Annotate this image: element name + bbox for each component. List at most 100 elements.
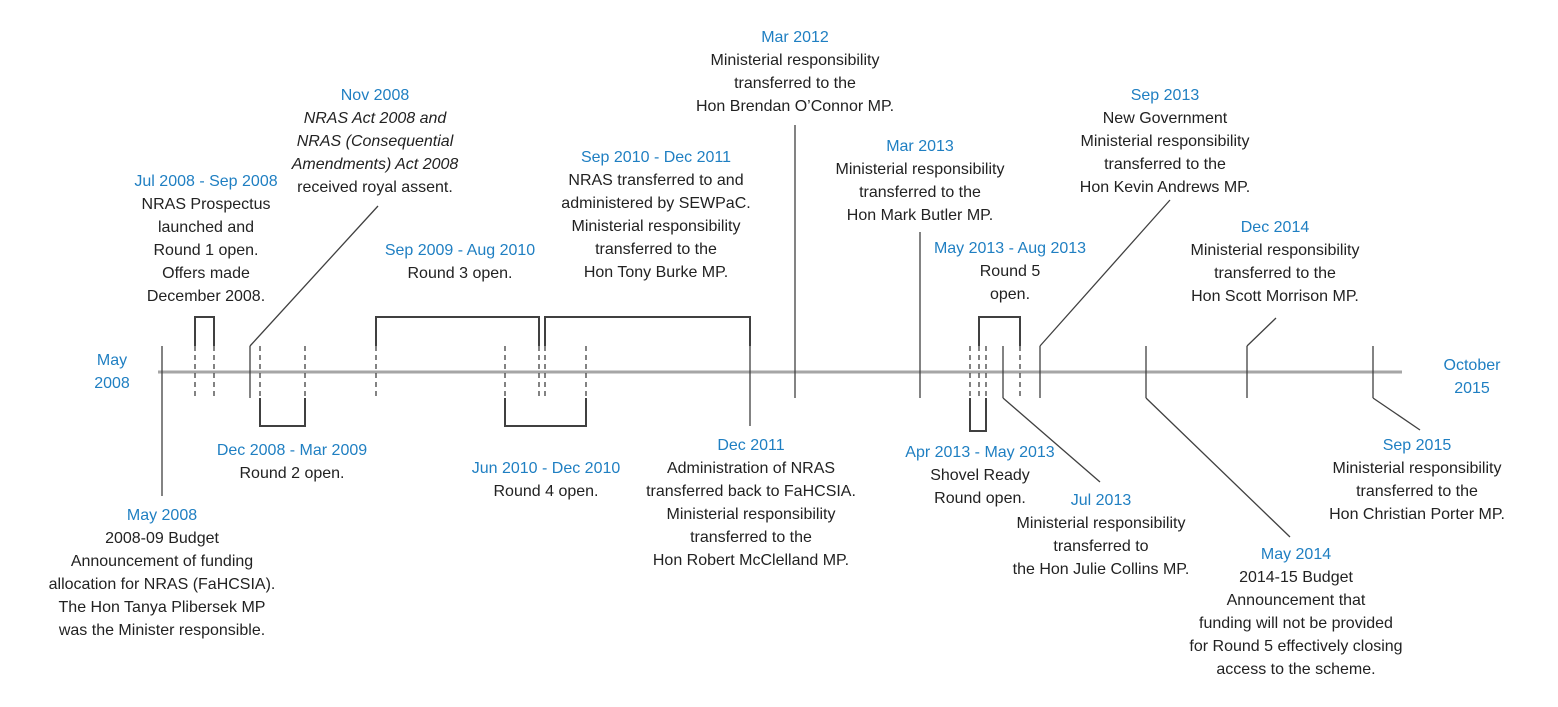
connector-sep-2015 [1372,397,1421,431]
event-text: Round open. [934,490,1026,507]
event-text: Hon Christian Porter MP. [1329,506,1505,523]
event-sep-2009: Sep 2009 - Aug 2010 Round 3 open. [360,239,560,285]
event-text: Ministerial responsibility [1190,242,1360,259]
event-text: Round 3 open. [407,265,513,282]
event-text: Offers made [162,265,250,282]
event-date: Jun 2010 - Dec 2010 [471,460,621,477]
event-sep-2015: Sep 2015 Ministerial responsibility tran… [1300,434,1534,526]
event-may-2013: May 2013 - Aug 2013 Round 5 open. [910,237,1110,306]
event-text: Administration of NRAS [666,460,836,477]
timeline-end-year: 2015 [1454,380,1490,397]
event-text: Hon Robert McClelland MP. [652,552,850,569]
event-jul-2013: Jul 2013 Ministerial responsibility tran… [986,489,1216,581]
event-text: Amendments) Act 2008 [291,156,459,173]
event-nov-2008: Nov 2008 NRAS Act 2008 and NRAS (Consequ… [270,84,480,199]
event-text: NRAS (Consequential [296,133,454,150]
bracket-round-5 [978,316,1021,346]
event-text: administered by SEWPaC. [561,195,751,212]
timeline-end-label: October 2015 [1422,354,1522,400]
event-text: for Round 5 effectively closing [1189,638,1403,655]
event-text: Hon Mark Butler MP. [846,207,994,224]
event-date: Sep 2013 [1130,87,1200,104]
connector-nov-2008 [249,205,379,347]
event-date: Dec 2011 [717,437,785,454]
event-text: funding will not be provided [1199,615,1393,632]
event-text: Hon Kevin Andrews MP. [1079,179,1251,196]
event-jun-2010: Jun 2010 - Dec 2010 Round 4 open. [446,457,646,503]
event-text: Round 2 open. [239,465,345,482]
event-date: Mar 2012 [761,29,829,46]
event-text: Ministerial responsibility [666,506,836,523]
event-date: Apr 2013 - May 2013 [905,444,1055,461]
connector-dec-2014 [1246,317,1277,347]
event-text: Shovel Ready [930,467,1030,484]
event-text: Ministerial responsibility [1080,133,1250,150]
event-apr-2013: Apr 2013 - May 2013 Shovel Ready Round o… [880,441,1080,510]
event-text: transferred back to FaHCSIA. [646,483,856,500]
event-date: Dec 2014 [1240,219,1310,236]
event-mar-2013: Mar 2013 Ministerial responsibility tran… [805,135,1035,227]
event-sep-2010: Sep 2010 - Dec 2011 NRAS transferred to … [546,146,766,284]
event-date: May 2008 [126,507,198,524]
event-text: NRAS transferred to and [568,172,744,189]
event-text: transferred to the [1356,483,1478,500]
timeline-start-year: 2008 [94,375,130,392]
event-text: New Government [1102,110,1228,127]
event-text: 2008-09 Budget [105,530,219,547]
event-may-2014: May 2014 2014-15 Budget Announcement tha… [1166,543,1426,681]
bracket-sewpac [544,316,751,346]
event-text: Hon Tony Burke MP. [583,264,729,281]
event-dec-2011: Dec 2011 Administration of NRAS transfer… [626,434,876,572]
event-text: Round 1 open. [153,242,259,259]
event-date: May 2014 [1260,546,1332,563]
bracket-round-4 [504,398,587,427]
event-text: Ministerial responsibility [1332,460,1502,477]
bracket-round-2 [259,398,306,427]
connector-jul-2013 [1002,397,1101,483]
bracket-round-1 [194,316,215,346]
event-text: Announcement of funding [70,553,254,570]
event-text: NRAS Act 2008 and [303,110,447,127]
event-text: transferred to the [595,241,717,258]
event-text: December 2008. [146,288,266,305]
event-date: Dec 2008 - Mar 2009 [216,442,368,459]
event-text: Ministerial responsibility [571,218,741,235]
event-text: 2014-15 Budget [1239,569,1353,586]
event-jul-2008: Jul 2008 - Sep 2008 NRAS Prospectus laun… [106,170,306,308]
event-date: Mar 2013 [886,138,954,155]
bracket-shovel-ready [969,398,987,432]
timeline-start-month: May [96,352,128,369]
event-text: was the Minister responsible. [58,622,266,639]
event-text: open. [989,286,1031,303]
event-text: Hon Brendan O’Connor MP. [695,98,895,115]
event-text: access to the scheme. [1216,661,1376,678]
event-date: Sep 2015 [1382,437,1452,454]
event-text: Ministerial responsibility [710,52,880,69]
event-text: NRAS Prospectus [141,196,271,213]
bracket-round-3 [375,316,540,346]
event-text: Ministerial responsibility [1016,515,1186,532]
event-text: Hon Scott Morrison MP. [1191,288,1359,305]
event-date: Jul 2013 [1070,492,1132,509]
event-text: Announcement that [1226,592,1366,609]
event-date: May 2013 - Aug 2013 [933,240,1087,257]
event-text: transferred to the [1104,156,1226,173]
connector-may-2014 [1145,397,1291,538]
event-text: Round 4 open. [493,483,599,500]
event-text: received royal assent. [297,179,453,196]
event-dec-2008: Dec 2008 - Mar 2009 Round 2 open. [192,439,392,485]
event-date: Nov 2008 [340,87,410,104]
event-date: Sep 2010 - Dec 2011 [580,149,732,166]
event-text: transferred to the [734,75,856,92]
event-date: Jul 2008 - Sep 2008 [134,173,278,190]
timeline-start-label: May 2008 [72,349,152,395]
event-sep-2013: Sep 2013 New Government Ministerial resp… [1050,84,1280,199]
event-text: Ministerial responsibility [835,161,1005,178]
event-text: allocation for NRAS (FaHCSIA). [48,576,276,593]
event-text: transferred to the [1214,265,1336,282]
event-dec-2014: Dec 2014 Ministerial responsibility tran… [1160,216,1390,308]
event-may-2008: May 2008 2008-09 Budget Announcement of … [32,504,292,642]
timeline-end-month: October [1443,357,1501,374]
